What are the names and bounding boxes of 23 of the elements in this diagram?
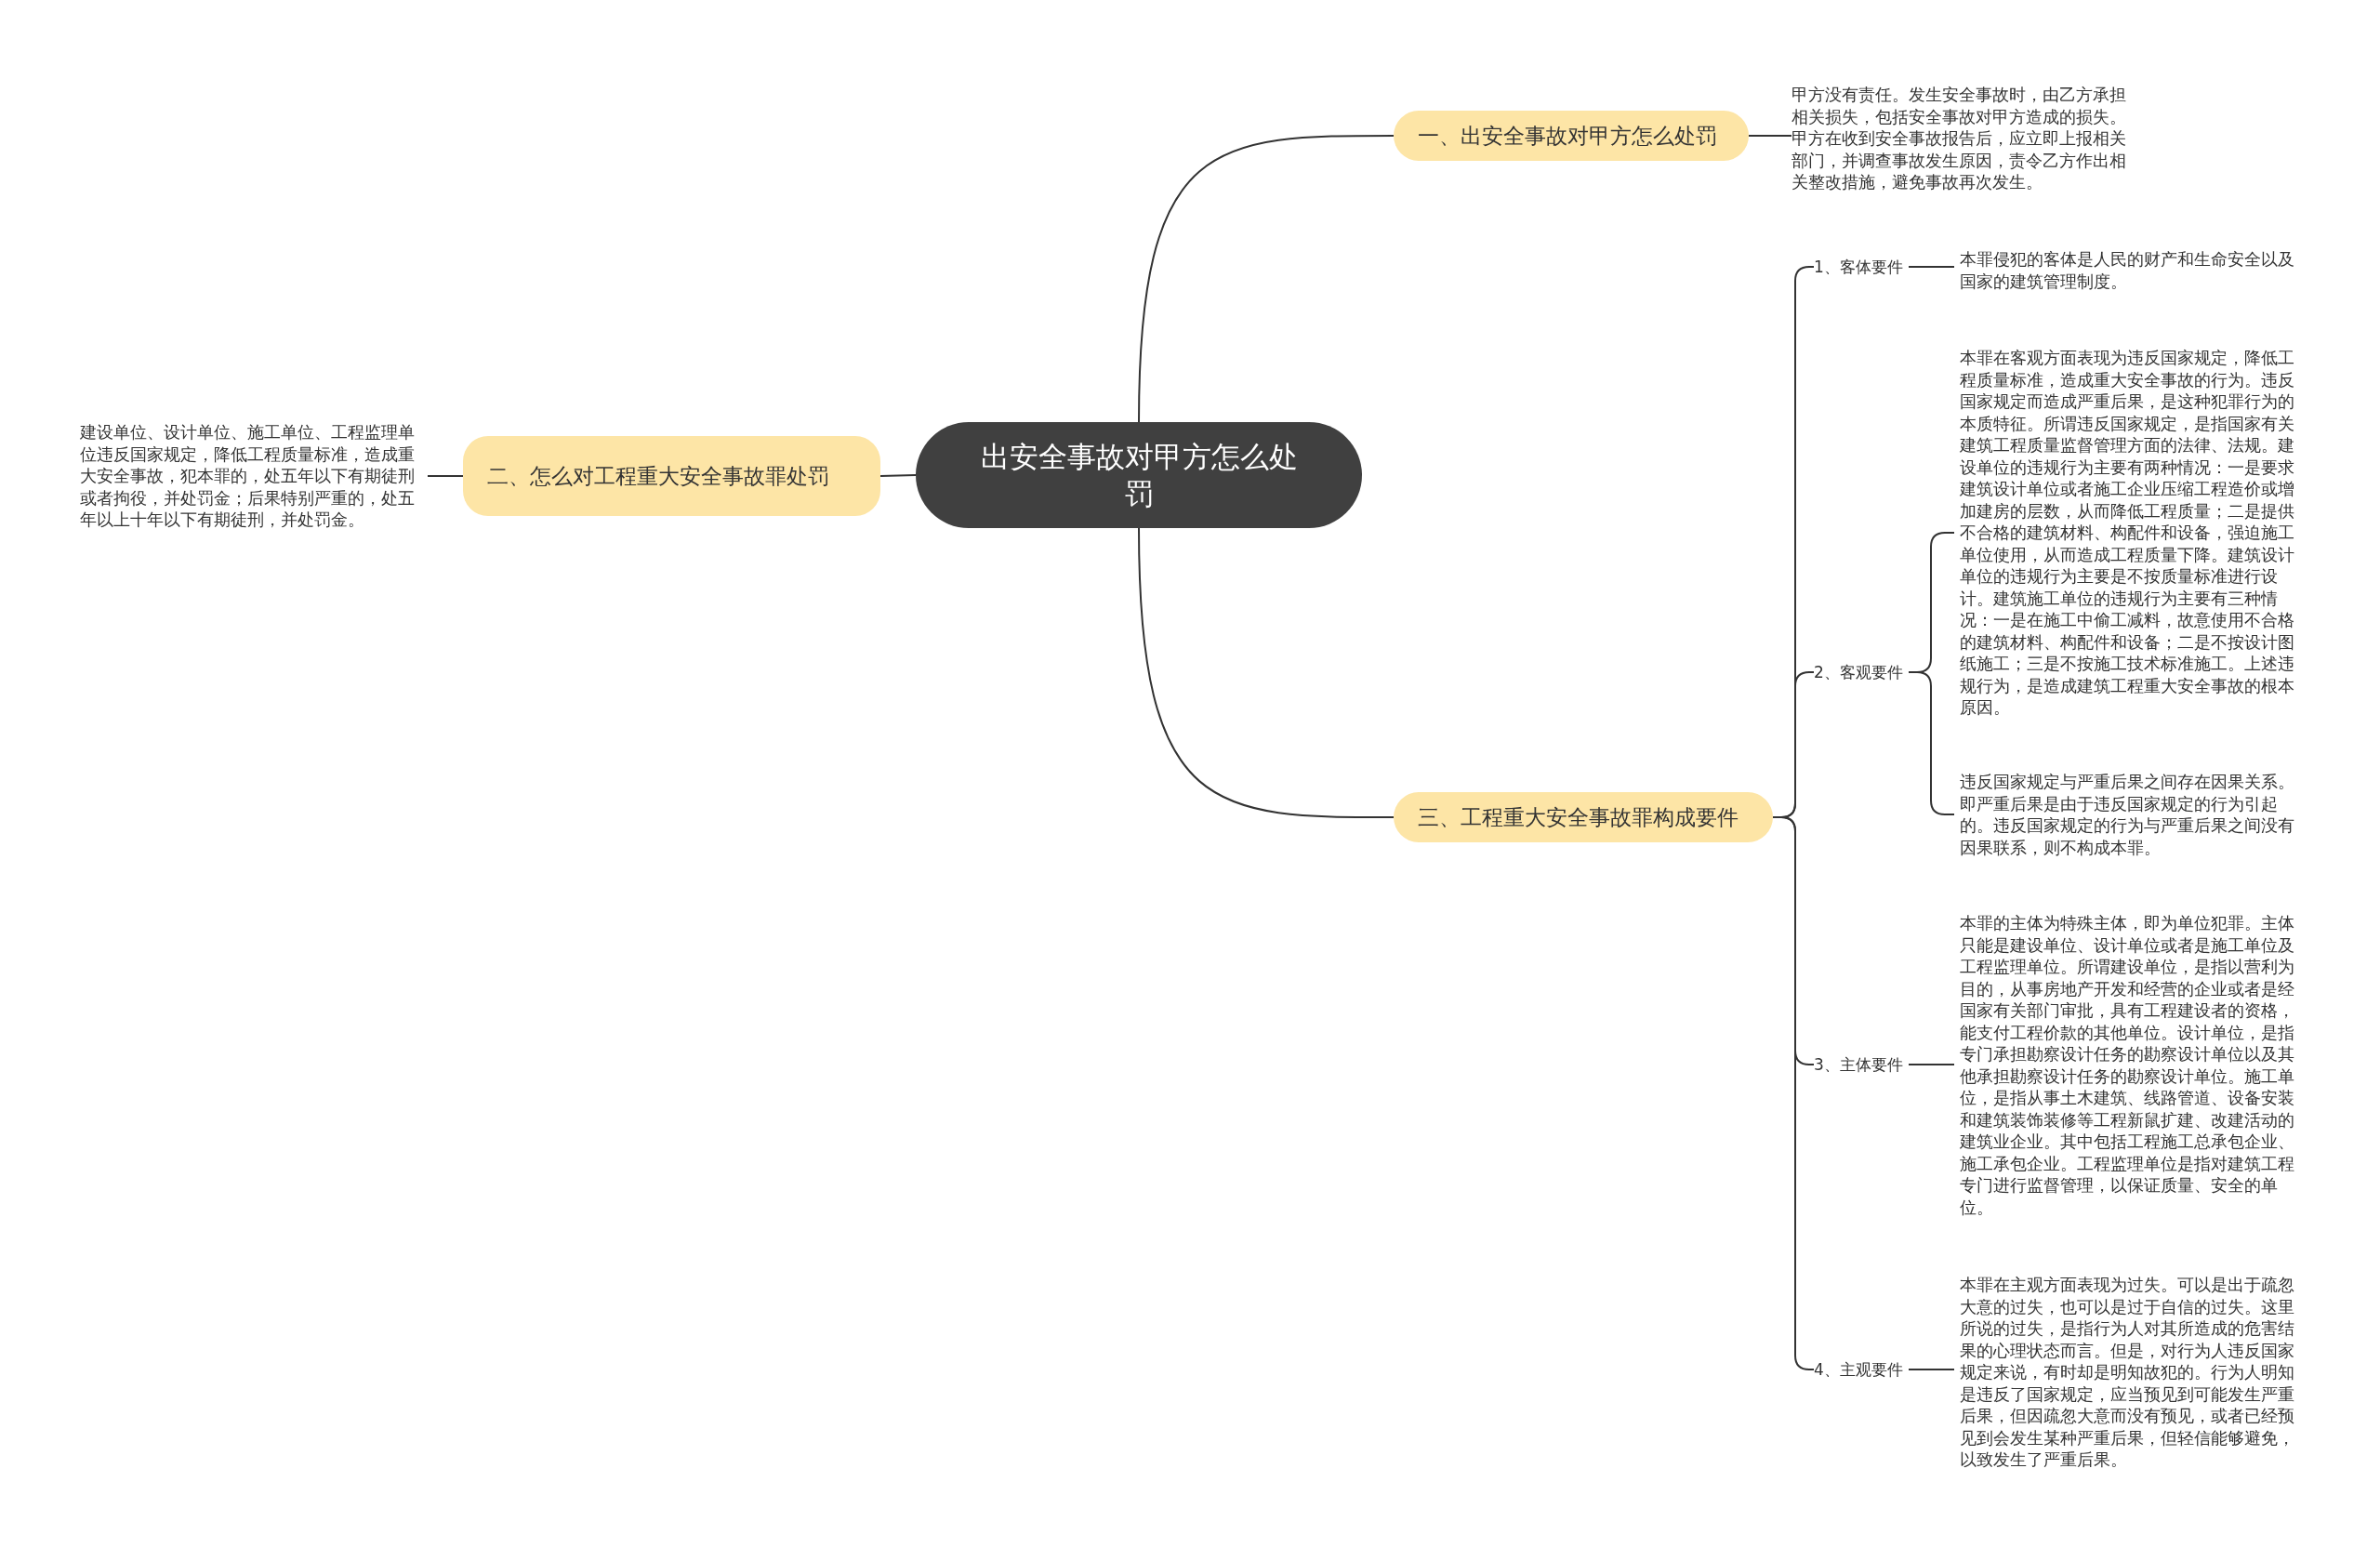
- topic-pill: 三、工程重大安全事故罪构成要件: [1394, 792, 1773, 842]
- connector-line: [1908, 266, 1955, 268]
- connector-line: [1138, 527, 1395, 818]
- connector-line: [1908, 1369, 1955, 1370]
- connector-line: [1748, 135, 1792, 137]
- note-text: 本罪的主体为特殊主体，即为单位犯罪。主体只能是建设单位、设计单位或者是施工单位及工程监理单位。所谓建设单位，是指以营利为目的，从事房地产开发和经营的企业或者是经国家有关部门审批，具有工程建设者的资格，能支付工程价款的其他单位。设计单位，是指专门承担勘察设计任务的勘察设计单位以及其他承担勘察设计任务的勘察设计单位。施工单位，是指从事土木建筑、线路管道、设备安装和建筑装饰装修等工程新鼠扩建、改建活动的建筑业企业。其中包括工程施工总承包企业、施工承包企业。工程监理单位是指对建筑工程专门进行监督管理，以保证质量、安全的单位。: [1960, 912, 2307, 1218]
- connector-line: [427, 475, 464, 477]
- subtopic-text: 4、主观要件: [1814, 1357, 1903, 1382]
- subtopic-text: 2、客观要件: [1814, 660, 1903, 684]
- topic-pill: 二、怎么对工程重大安全事故罪处罚: [463, 436, 880, 516]
- subtopic-text: 1、客体要件: [1814, 255, 1903, 279]
- note-text: 违反国家规定与严重后果之间存在因果关系。即严重后果是由于违反国家规定的行为引起的。违反国家规定的行为与严重后果之间没有因果联系，则不构成本罪。: [1960, 771, 2307, 858]
- note-text: 本罪在主观方面表现为过失。可以是出于疏忽大意的过失，也可以是过于自信的过失。这里所说的过失，是指行为人对其所造成的危害结果的心理状态而言。但是，对行为人违反国家规定来说，有时却是明知故犯的。行为人明知是违反了国家规定，应当预见到可能发生严重后果，但因疏忽大意而没有预见，或者已经预见到会发生某种严重后果，但轻信能够避免，以致发生了严重后果。: [1960, 1274, 2307, 1471]
- connector-line: [1908, 1064, 1955, 1065]
- note-text: 甲方没有责任。发生安全事故时，由乙方承担相关损失，包括安全事故对甲方造成的损失。甲方在收到安全事故报告后，应立即上报相关部门，并调查事故发生原因，责令乙方作出相关整改措施，避免事故再次发生。: [1792, 84, 2139, 193]
- connector-line: [1138, 135, 1395, 423]
- note-text: 本罪侵犯的客体是人民的财产和生命安全以及国家的建筑管理制度。: [1960, 248, 2307, 292]
- note-text: 建设单位、设计单位、施工单位、工程监理单位违反国家规定，降低工程质量标准，造成重大安全事故，犯本罪的，处五年以下有期徒刑或者拘役，并处罚金；后果特别严重的，处五年以上十年以下有期徒刑，并处罚金。: [80, 421, 428, 531]
- note-text: 本罪在客观方面表现为违反国家规定，降低工程质量标准，造成重大安全事故的行为。违反国家规定而造成严重后果，是这种犯罪行为的本质特征。所谓违反国家规定，是指国家有关建筑工程质量监督管理方面的法律、法规。建设单位的违规行为主要有两种情况：一是要求建筑设计单位或者施工企业压缩工程造价或增加建房的层数，从而降低工程质量；二是提供不合格的建筑材料、构配件和设备，强迫施工单位使用，从而造成工程质量下降。建筑设计单位的违规行为主要是不按质量标准进行设计。建筑施工单位的违规行为主要有三种情况：一是在施工中偷工减料，故意使用不合格的建筑材料、构配件和设备；二是不按设计图纸施工；三是不按施工技术标准施工。上述违规行为，是造成建筑工程重大安全事故的根本原因。: [1960, 347, 2307, 719]
- subtopic-text: 3、主体要件: [1814, 1052, 1903, 1077]
- central-topic: 出安全事故对甲方怎么处罚: [916, 422, 1362, 528]
- topic-pill: 一、出安全事故对甲方怎么处罚: [1394, 111, 1749, 161]
- connector-line: [879, 474, 917, 477]
